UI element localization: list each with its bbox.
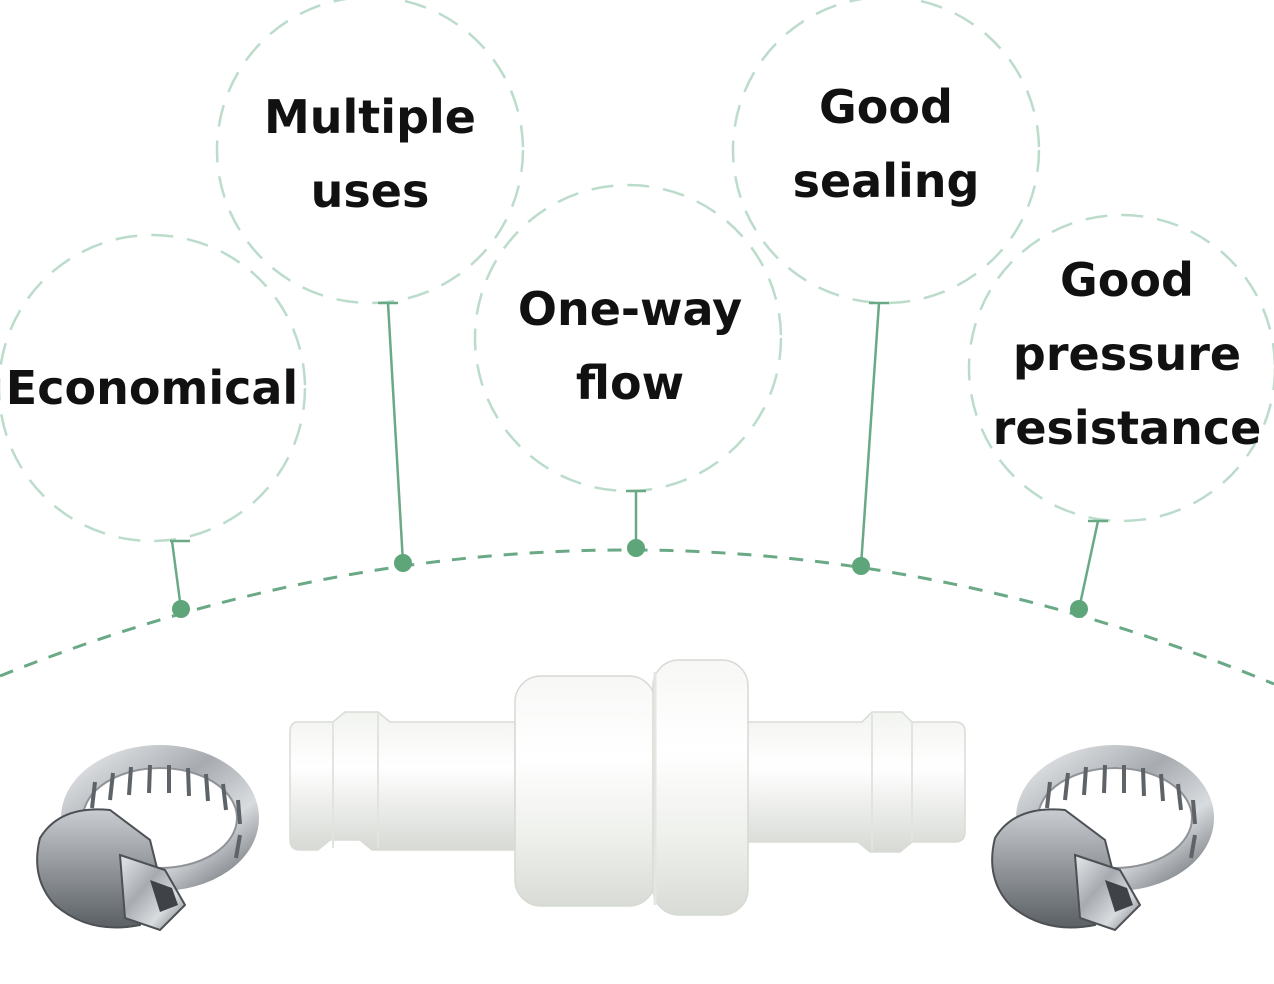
feature-line: Economical (5, 361, 299, 415)
connector-dot (627, 539, 645, 557)
feature-line: Good (1060, 253, 1194, 307)
circle-multiple-uses (215, 0, 525, 305)
hose-clamp-right-image (991, 745, 1214, 932)
check-valve-image (289, 659, 966, 916)
feature-line: sealing (792, 154, 980, 208)
feature-line: One-way (517, 282, 743, 336)
feature-label-good-sealing: Good sealing (736, 70, 1036, 218)
feature-line: Good (819, 80, 953, 134)
circle-good-pressure (967, 213, 1274, 523)
connector-dot (1070, 600, 1088, 618)
feature-line: Multiple (264, 90, 476, 144)
feature-line: pressure (1012, 327, 1242, 381)
feature-label-good-pressure-resistance: Good pressure resistance (977, 243, 1274, 465)
connector-dot (172, 600, 190, 618)
feature-line: uses (310, 164, 430, 218)
hose-clamp-left-image (36, 745, 259, 932)
feature-line: flow (575, 356, 685, 410)
connector-line (170, 540, 183, 610)
circle-economical (0, 233, 307, 543)
feature-label-multiple-uses: Multiple uses (220, 80, 520, 228)
circle-one-way-flow (473, 183, 783, 493)
feature-line: resistance (992, 401, 1262, 455)
connector-dot (394, 554, 412, 572)
circle-good-sealing (731, 0, 1041, 305)
connector-line (386, 302, 405, 564)
connector-dot (852, 557, 870, 575)
connector-line (859, 302, 881, 567)
feature-label-economical: Economical (2, 351, 302, 425)
connector-line (1077, 520, 1100, 610)
feature-label-one-way-flow: One-way flow (480, 272, 780, 420)
